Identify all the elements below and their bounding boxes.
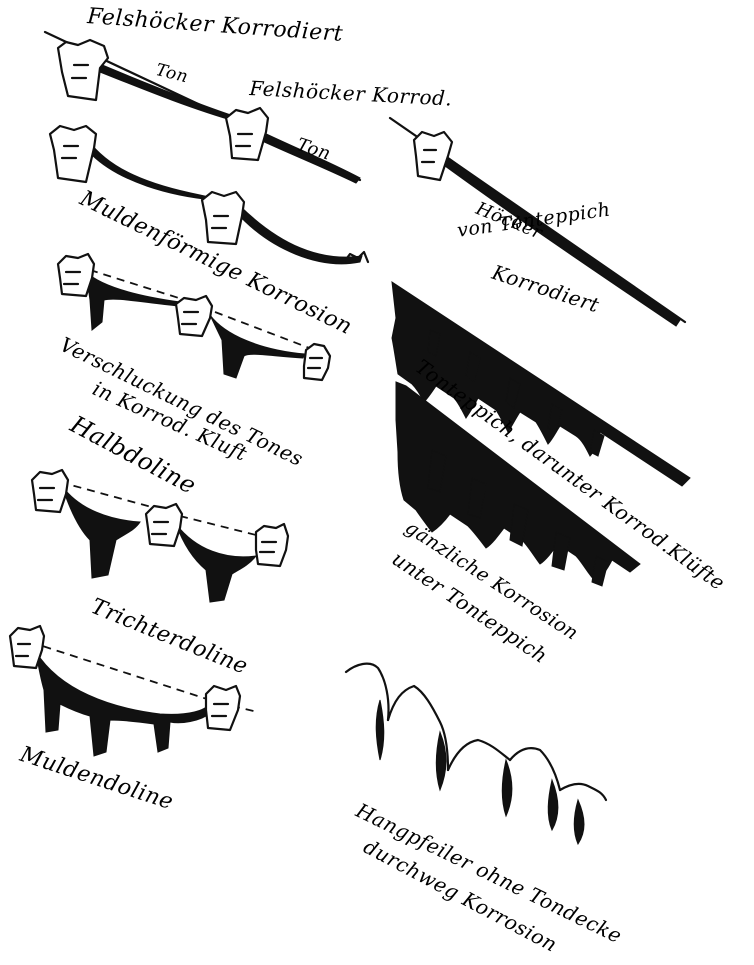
- figure-halbdoline: [32, 470, 288, 602]
